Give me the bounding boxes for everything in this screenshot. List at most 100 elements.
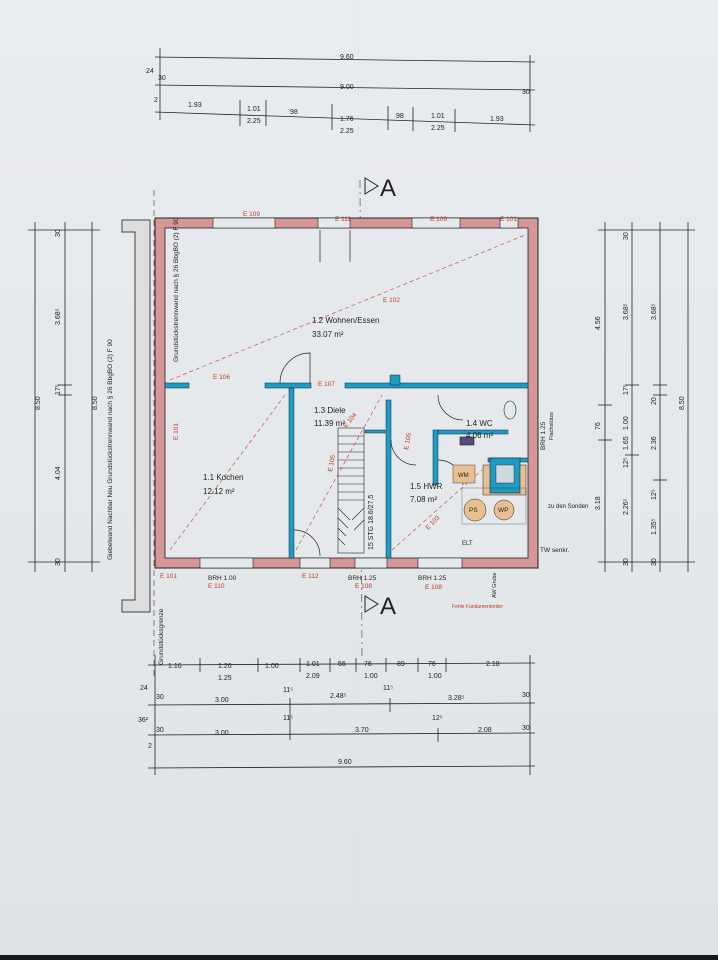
dim-b2-c: 11⁵: [283, 687, 293, 694]
dim-left-30b: 30: [55, 558, 62, 566]
room-area-wohnen: 33.07 m²: [312, 330, 344, 339]
dim-b3-d: 3.70: [355, 727, 369, 734]
dim-b4-total: 9.60: [338, 759, 352, 766]
dim-b3-g: 30: [522, 725, 530, 732]
code-top-2: E 111: [335, 216, 351, 223]
equip-elt: ELT: [462, 541, 473, 547]
dim-left-368: 3.68⁵: [55, 308, 62, 325]
dim-b2-g: 30: [522, 692, 530, 699]
section-mark-bottom: A: [364, 593, 396, 620]
dim-b1-a: 1.16: [168, 663, 182, 670]
dim-b1-f: 76: [364, 661, 372, 668]
bottom-dim-labels: 1.16 1.26 1.00 1.01 56 76 89 76 2.18 1.2…: [138, 661, 530, 766]
room-area-diele: 11.39 m²: [314, 419, 345, 428]
dim-r2-c: 17⁵: [623, 384, 630, 395]
dim-r3-a: 3.68⁵: [651, 303, 658, 320]
equip-grube: AW Grube: [492, 573, 498, 598]
brh-wc: BRH 1.25: [540, 421, 547, 450]
staircase: [337, 427, 365, 554]
code-int-4: E 101: [173, 423, 180, 440]
dim-r2-b: 3.68⁵: [623, 303, 630, 320]
dim-top-24: 24: [146, 68, 154, 75]
brh-hwr: BRH 1.25: [418, 575, 447, 582]
boundary-label: Grundstücksgrenze: [158, 608, 165, 665]
dim-left-404: 4.04: [55, 466, 62, 480]
equip-erder: Fehle Fundamenterder: [452, 604, 503, 610]
code-int-7: E 105: [403, 432, 413, 450]
dim-b3-f: 2.08: [478, 727, 492, 734]
equipment-labels: Flachstütze zu den Sonden TW senkr. ELT …: [452, 412, 588, 610]
dim-b2-left: 24: [140, 685, 148, 692]
dim-top-30-right: 30: [522, 89, 530, 96]
dim-top-d: 1.76: [340, 116, 354, 123]
code-top-1: E 109: [243, 211, 260, 218]
dim-b3-e: 12⁵: [432, 715, 443, 722]
right-dim-labels: 4.56 76 3.18 30 3.68⁵ 17⁵ 1.00 1.65 12⁵ …: [595, 232, 686, 566]
dim-b3-c: 11⁵: [283, 715, 293, 722]
wc-fixtures: [459, 400, 517, 446]
dim-r3-f: 30: [651, 558, 658, 566]
dim-b2-b: 3.00: [215, 697, 229, 704]
dim-b1-sub1: 1.25: [218, 675, 232, 682]
dim-b1-i: 2.18: [486, 661, 500, 668]
section-letter-top: A: [380, 175, 396, 202]
dim-b1-h: 76: [428, 661, 436, 668]
room-name-hwr: 1.5 HWR: [410, 482, 443, 491]
right-dimensions: [598, 222, 695, 572]
equip-sonden: zu den Sonden: [548, 504, 588, 510]
dim-top-c: 98: [290, 109, 298, 116]
code-bot-1: E 101: [160, 573, 177, 580]
dim-r1-b: 76: [595, 422, 602, 430]
dim-left-total: 8.50: [35, 396, 42, 410]
room-name-wohnen: 1.2 Wohnen/Essen: [312, 316, 379, 325]
code-top-4: E 101: [500, 216, 517, 223]
dim-r2-h: 30: [623, 558, 630, 566]
hwr-equipment: [452, 457, 527, 525]
dim-top-sub2: 2.25: [340, 128, 354, 135]
dim-top-sub3: 2.25: [431, 125, 445, 132]
dim-b1-d: 1.01: [306, 661, 320, 668]
bottom-windows: [199, 557, 463, 569]
top-windows: [212, 217, 519, 229]
dim-r3-c: 2.36: [651, 436, 658, 450]
code-int-6: E 105: [327, 454, 337, 472]
dim-top-sub1: 2.25: [247, 118, 261, 125]
room-area-hwr: 7.08 m²: [410, 495, 437, 504]
area-diagonals: [169, 234, 526, 551]
code-bot-3: E 112: [302, 573, 319, 580]
dim-r2-a: 30: [623, 232, 630, 240]
top-dimensions: [154, 48, 536, 132]
room-labels: 1.2 Wohnen/Essen 33.07 m² 1.3 Diele 11.3…: [203, 316, 493, 504]
code-int-2: E 107: [318, 381, 335, 388]
dim-top-a: 1.93: [188, 102, 202, 109]
dim-left-30a: 30: [55, 229, 62, 237]
code-bot-2: E 110: [208, 583, 225, 590]
dim-r1-c: 3.18: [595, 496, 602, 510]
dim-top-total: 9.60: [340, 54, 354, 61]
dim-top-e: 98: [396, 113, 404, 120]
dim-top-b: 1.01: [247, 106, 261, 113]
brh-diele: BRH 1.25: [348, 575, 377, 582]
dim-left-total2: 8.50: [92, 396, 99, 410]
dim-top-inner: 9.00: [340, 84, 354, 91]
dim-b1-c: 1.00: [265, 663, 279, 670]
dim-b3-left2: 2: [148, 743, 152, 750]
dim-r2-e: 1.65: [623, 436, 630, 450]
stair-label: 15 STG 18.6/27.5: [368, 495, 375, 550]
outer-walls: [154, 217, 539, 569]
section-letter-bottom: A: [380, 593, 396, 620]
equip-wp: WP: [498, 507, 508, 514]
code-bot-5: E 108: [425, 584, 442, 591]
dim-b2-a: 30: [156, 694, 164, 701]
left-dimensions: [28, 222, 100, 572]
bottom-dimensions: [147, 655, 536, 775]
equip-wm: WM: [458, 473, 469, 479]
section-mark-top: A: [364, 175, 396, 202]
dim-b1-g: 89: [397, 661, 405, 668]
dim-b1-e: 56: [338, 661, 346, 668]
left-wall-note: Grundstückstrennwand nach § 26 BbgBO (2)…: [173, 217, 180, 362]
dim-b1-sub4: 1.00: [428, 673, 442, 680]
code-top-3: E 109: [430, 216, 447, 223]
room-name-wc: 1.4 WC: [466, 419, 493, 428]
